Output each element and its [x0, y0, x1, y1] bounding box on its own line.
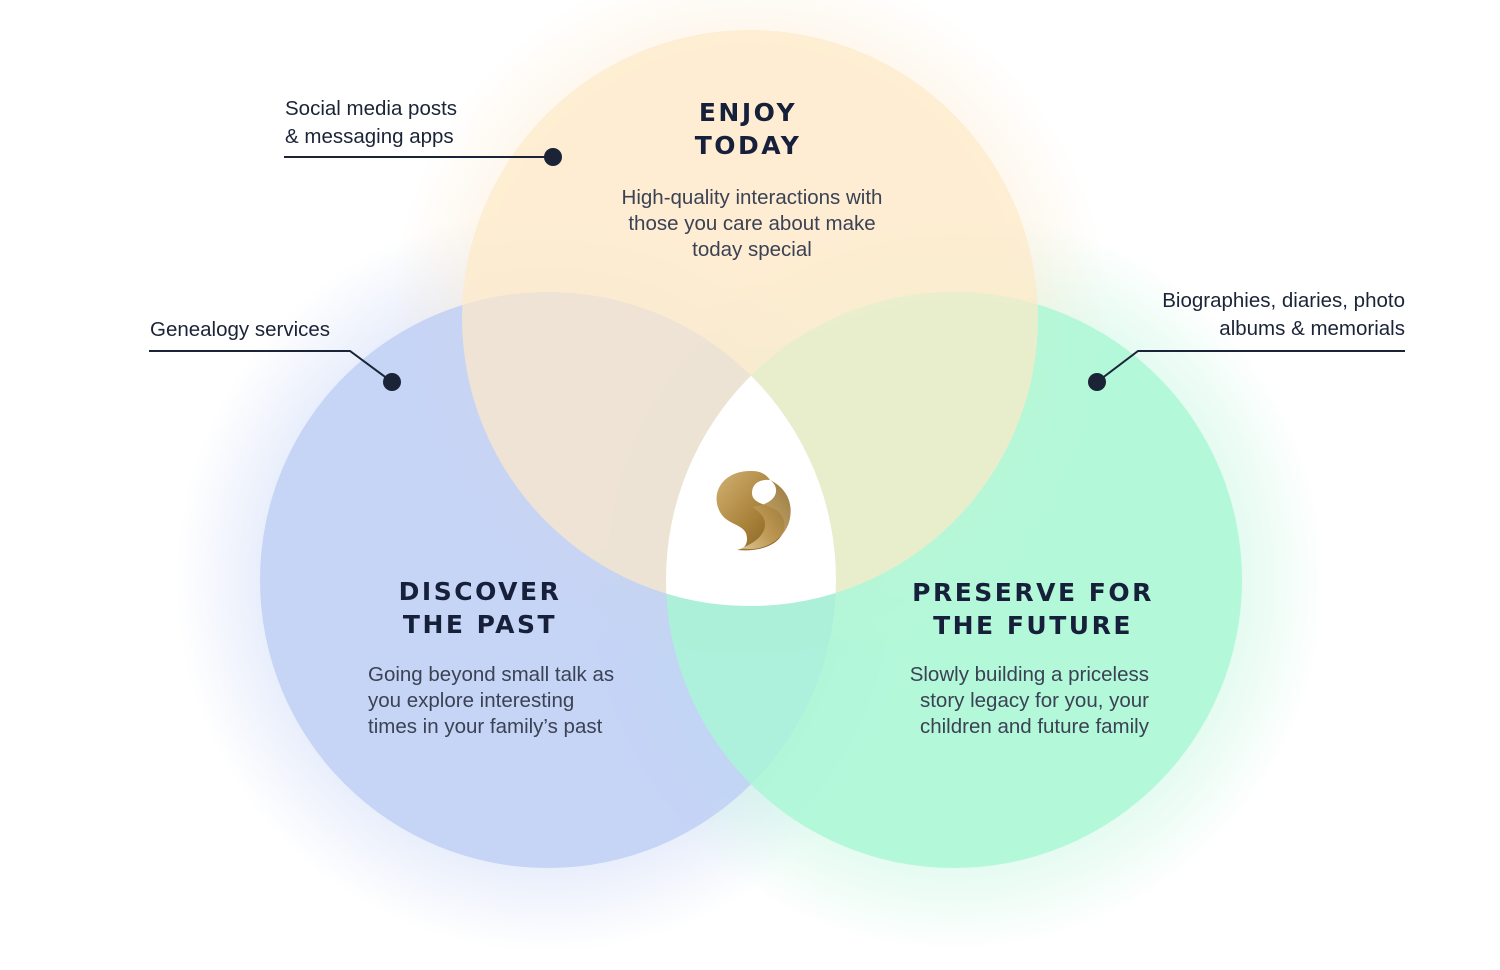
- enjoy-title: ENJOY TODAY: [694, 98, 802, 160]
- callout-lines: [149, 156, 1405, 383]
- discover-title: DISCOVER THE PAST: [398, 577, 562, 639]
- biographies-callout-dot: [1088, 373, 1106, 391]
- preserve-description: Slowly building a priceless story legacy…: [909, 663, 1149, 738]
- social-callout-dot: [544, 148, 562, 166]
- discover-description: Going beyond small talk as you explore i…: [368, 663, 615, 738]
- s-logo-icon: [716, 470, 791, 551]
- enjoy-description: High-quality interactions with those you…: [621, 186, 883, 261]
- biographies-callout: Biographies, diaries, photo albums & mem…: [1162, 289, 1405, 340]
- preserve-title: PRESERVE FOR THE FUTURE: [912, 578, 1154, 640]
- enjoy-circle: [462, 30, 1038, 606]
- genealogy-callout-dot: [383, 373, 401, 391]
- genealogy-callout: Genealogy services: [150, 318, 331, 341]
- social-media-callout: Social media posts & messaging apps: [285, 97, 458, 148]
- genealogy-callout-line: [149, 350, 393, 383]
- biographies-callout-line: [1096, 350, 1405, 383]
